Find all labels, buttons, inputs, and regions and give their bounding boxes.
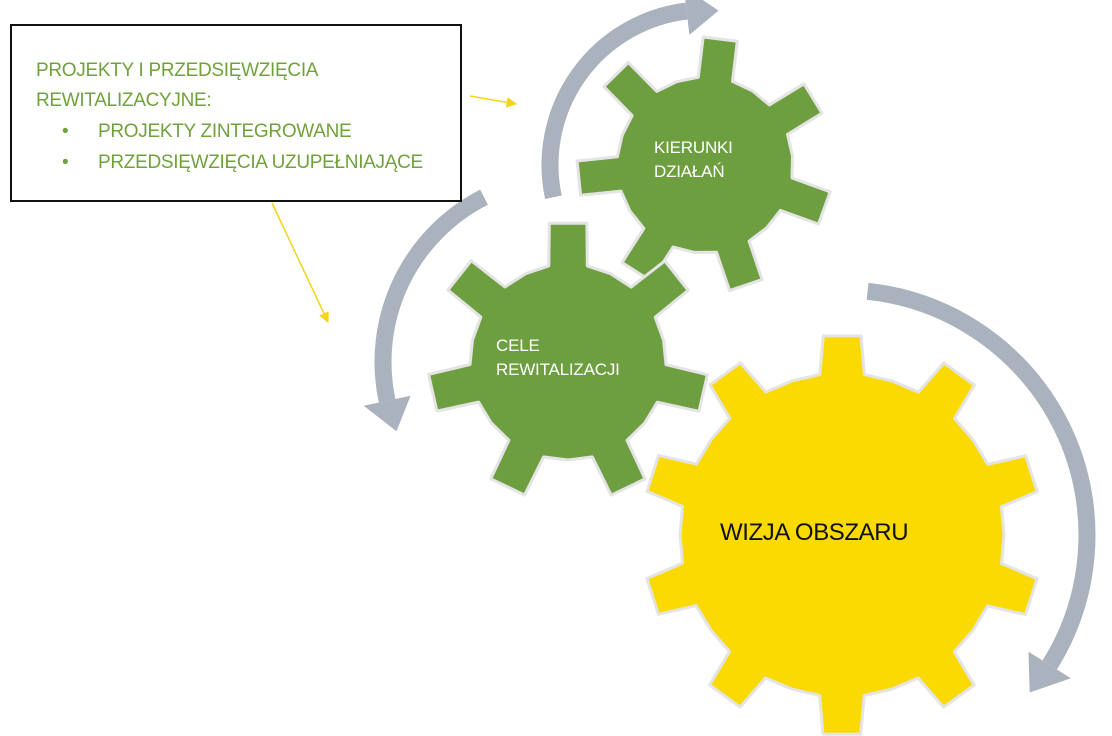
arrow-top-head (685, 0, 719, 35)
connector-to-kierunki (469, 95, 518, 108)
arrow-right-head (1028, 651, 1071, 693)
gears (427, 35, 1039, 736)
arrow-top-shaft (541, 2, 688, 199)
cycle-arrows (363, 0, 1096, 693)
arrow-right-shaft (866, 282, 1096, 670)
gear-kierunki-dzialan (575, 35, 832, 293)
bullet: • (62, 121, 69, 142)
list-item-label: PRZEDSIĘWZIĘCIA UZUPEŁNIAJĄCE (98, 152, 423, 173)
box-list: • PROJEKTY ZINTEGROWANE • PRZEDSIĘWZIĘCI… (62, 116, 423, 178)
connector-to-cele (271, 202, 329, 323)
projects-box: PROJEKTY I PRZEDSIĘWZIĘCIA REWITALIZACYJ… (10, 24, 462, 202)
gear-wizja-obszaru (645, 334, 1039, 736)
list-item: • PROJEKTY ZINTEGROWANE (62, 116, 423, 147)
connectors (271, 95, 518, 323)
gear-label-cele: CELE REWITALIZACJI (496, 336, 620, 379)
gear-label-wizja: WIZJA OBSZARU (720, 519, 909, 546)
arrow-left-shaft (374, 189, 488, 403)
arrow-left-head (363, 395, 411, 432)
box-title: PROJEKTY I PRZEDSIĘWZIĘCIA REWITALIZACYJ… (36, 60, 318, 111)
list-item-label: PROJEKTY ZINTEGROWANE (98, 121, 352, 142)
gear-label-kierunki: KIERUNKI DZIAŁAŃ (654, 138, 733, 181)
gear-cele-rewitalizacji (427, 221, 709, 497)
list-item: • PRZEDSIĘWZIĘCIA UZUPEŁNIAJĄCE (62, 147, 423, 178)
bullet: • (62, 152, 69, 173)
